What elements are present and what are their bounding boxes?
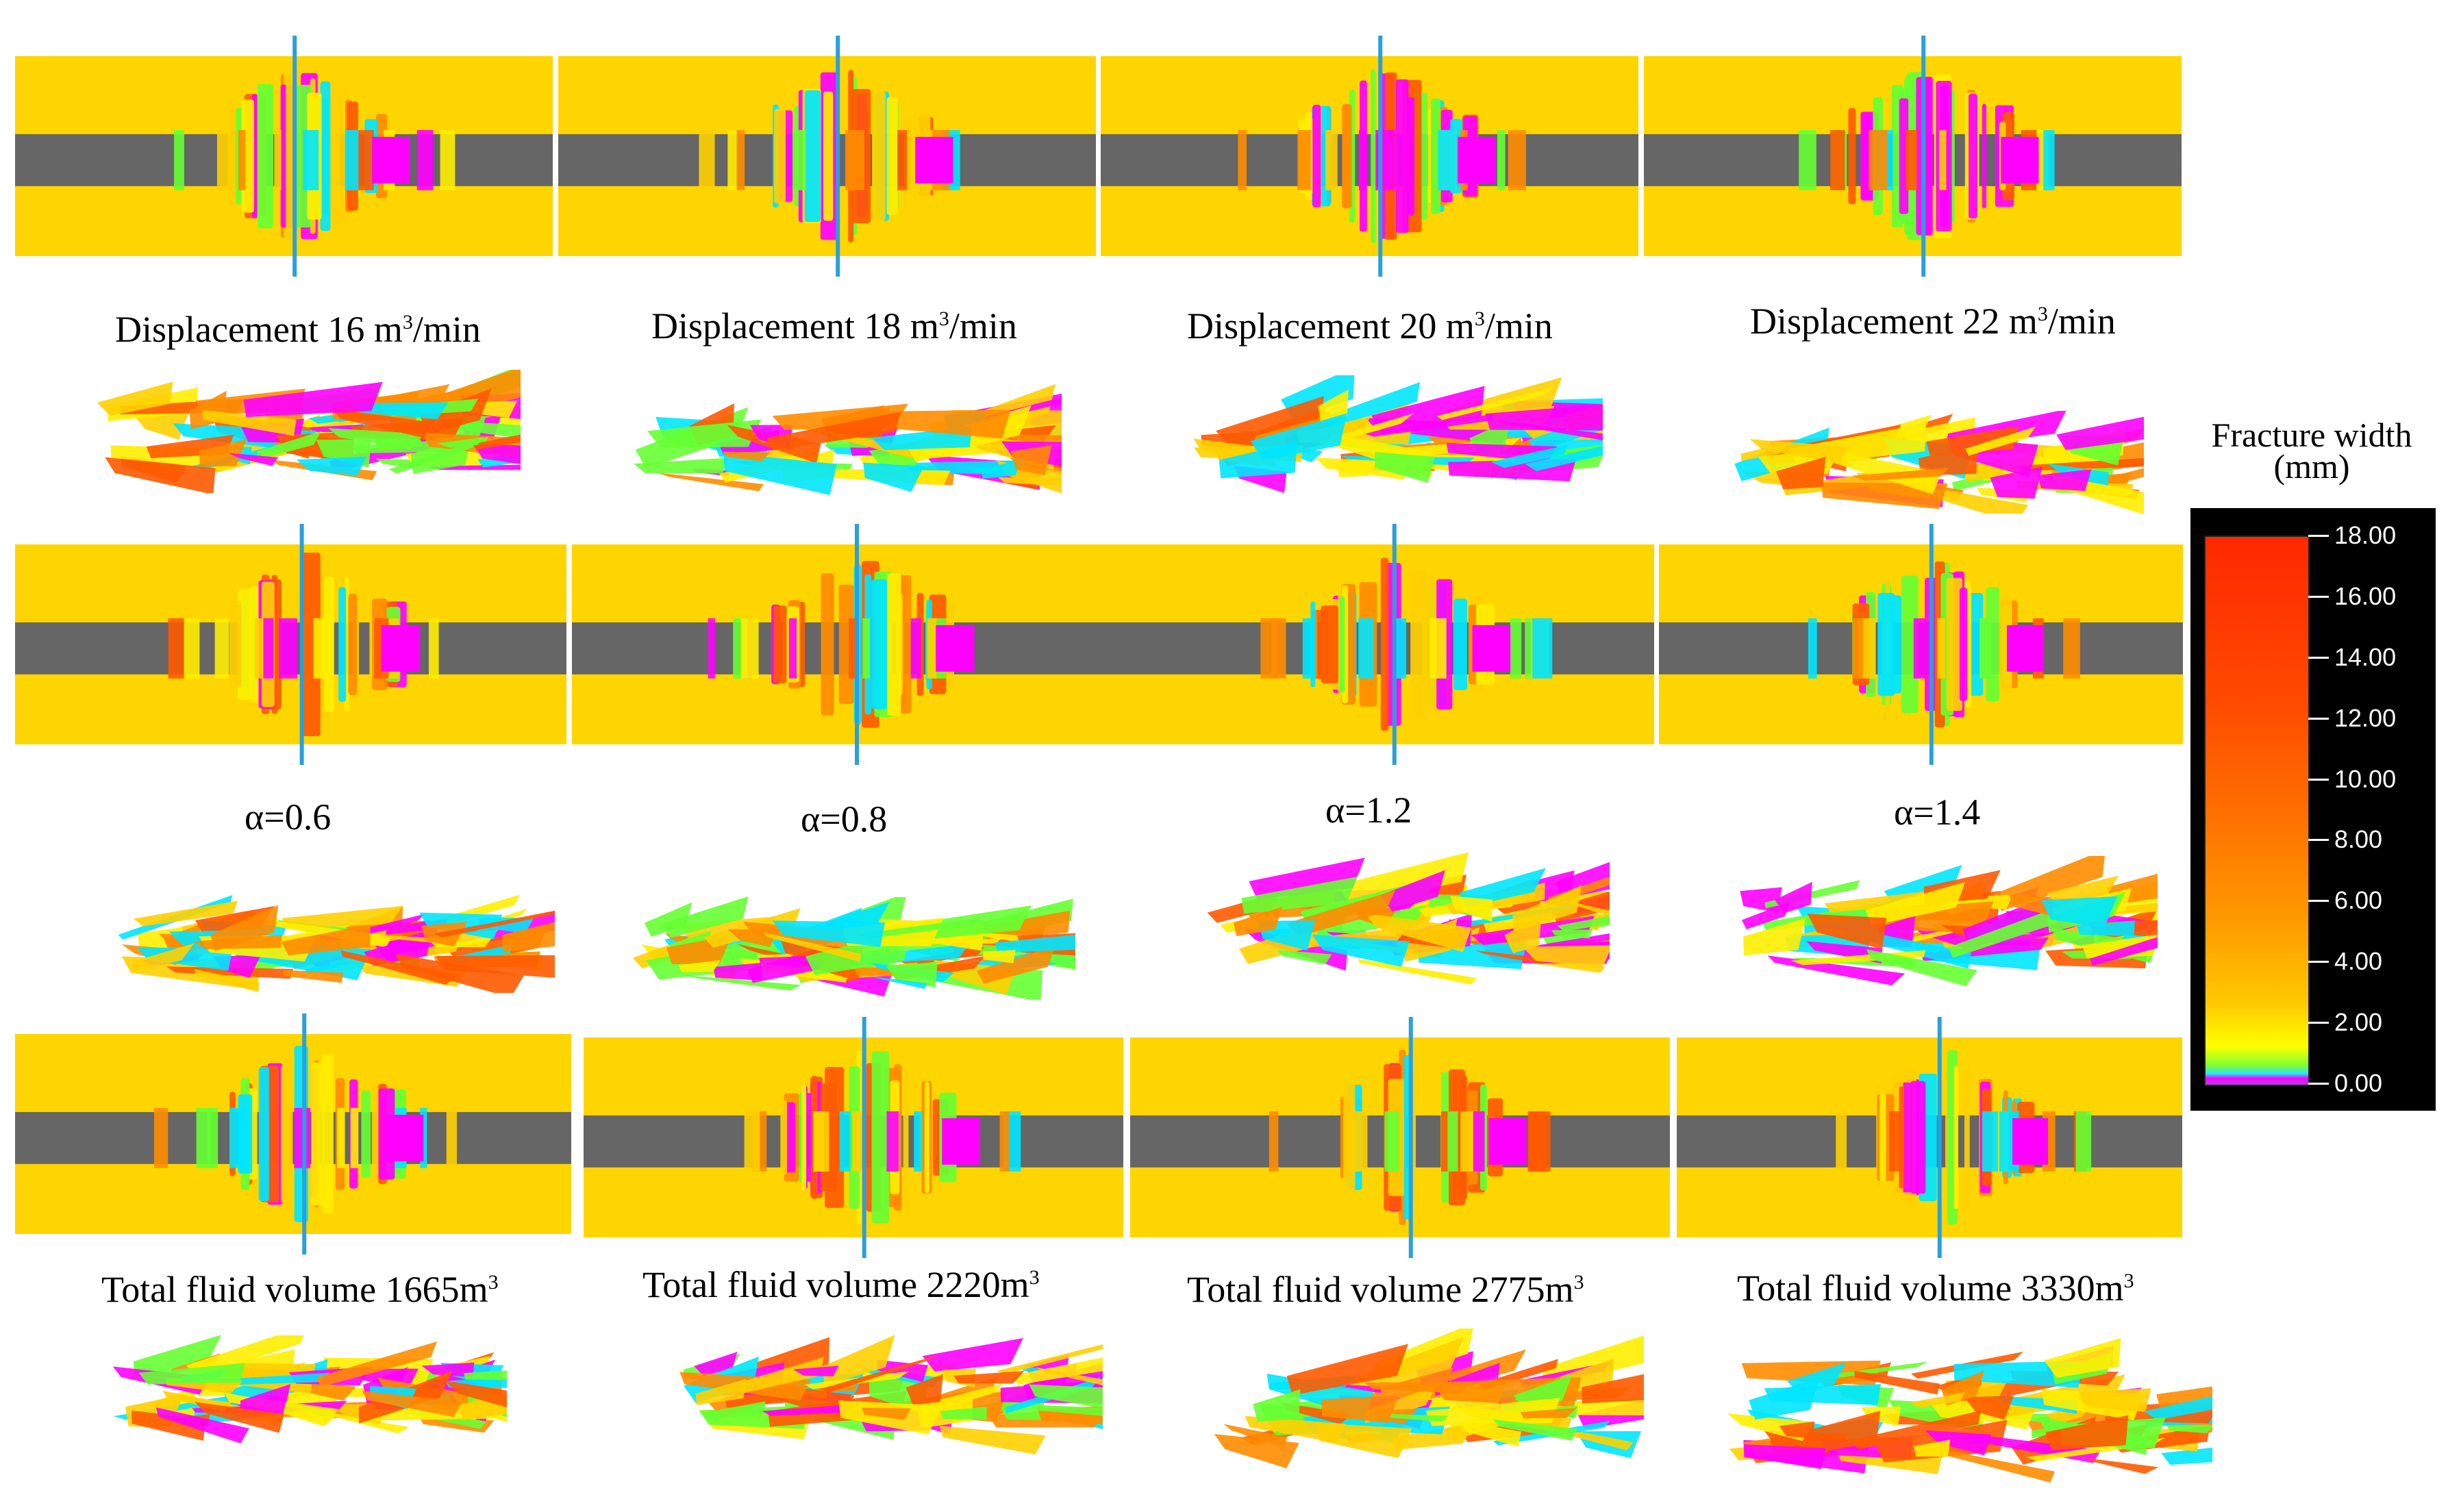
panel-caption-r2-c2: α=0.8: [801, 798, 887, 840]
map-view-panel-r3-c2: [584, 1017, 1123, 1258]
fracture-cluster: [1260, 557, 1553, 731]
map-view-panel-r2-c1: [15, 524, 566, 765]
legend-tick-label: 16.00: [2334, 581, 2397, 610]
map-view-panel-r2-c4: [1659, 524, 2183, 765]
map-view-panel-r1-c3: [1101, 36, 1638, 277]
legend-tick-label: 10.00: [2334, 764, 2397, 793]
panel-caption-r1-c2: Displacement 18 m3/min: [651, 305, 1017, 347]
fracture-network-r1-c4: [1706, 409, 2185, 524]
legend-tick: [2308, 1022, 2329, 1024]
caption-text: Total fluid volume 3330m: [1737, 1268, 2124, 1309]
fracture-cluster: [699, 69, 960, 243]
panel-caption-r3-c3: Total fluid volume 2775m3: [1187, 1268, 1584, 1311]
caption-superscript: 3: [1573, 1271, 1584, 1294]
map-view-panel-r1-c2: [558, 36, 1096, 277]
map-view-panel-r2-c2: [572, 524, 1120, 765]
caption-superscript: 3: [2123, 1270, 2134, 1292]
reservoir-band: [1101, 134, 1638, 186]
caption-superscript: 3: [402, 311, 413, 333]
legend-tick: [2308, 656, 2329, 659]
panel-caption-r1-c3: Displacement 20 m3/min: [1187, 305, 1553, 347]
map-view-panel-r3-c3: [1130, 1017, 1670, 1258]
legend-tick: [2308, 778, 2329, 781]
caption-text: Total fluid volume 1665m: [101, 1269, 488, 1310]
fracture-network-r3-c2: [637, 1322, 1185, 1462]
map-view-panel-r3-c1: [15, 1013, 571, 1255]
fracture-cluster: [1269, 1049, 1551, 1226]
caption-text: Total fluid volume 2775m: [1187, 1269, 1574, 1310]
legend-tick: [2308, 839, 2329, 842]
caption-text: α=1.2: [1325, 790, 1412, 831]
fracture-network-r3-c1: [82, 1324, 576, 1448]
caption-unit: /min: [949, 305, 1017, 346]
legend-tick: [2308, 961, 2329, 963]
caption-text: α=0.8: [801, 798, 888, 840]
legend-tick-label: 8.00: [2334, 825, 2383, 854]
panel-caption-r3-c1: Total fluid volume 1665m3: [101, 1268, 499, 1311]
panel-caption-r1-c4: Displacement 22 m3/min: [1750, 300, 2116, 342]
fracture-network-r1-c3: [1164, 366, 1661, 502]
fracture-cluster: [1836, 1050, 2092, 1225]
legend-tick-label: 6.00: [2334, 886, 2383, 915]
caption-text: α=0.6: [245, 796, 332, 837]
legend-title: Fracture width (mm): [2168, 416, 2448, 486]
fracture-cluster: [1238, 68, 1526, 244]
caption-text: Displacement 22 m: [1750, 301, 2038, 342]
legend-tick-label: 0.00: [2334, 1069, 2383, 1097]
fracture-network-r2-c3: [1171, 849, 1685, 990]
caption-text: α=1.4: [1894, 792, 1981, 833]
fracture-network-r2-c1: [82, 890, 592, 998]
legend-tick: [2308, 595, 2329, 598]
legend-tick-label: 12.00: [2334, 703, 2397, 732]
legend-tick: [2308, 900, 2329, 903]
caption-superscript: 3: [488, 1271, 499, 1294]
map-view-panel-r1-c4: [1644, 36, 2182, 277]
fracture-network-r2-c2: [603, 892, 1126, 1003]
legend-tick-label: 4.00: [2334, 947, 2383, 976]
legend-tick: [2308, 1083, 2329, 1085]
caption-text: Displacement 16 m: [115, 309, 403, 350]
fracture-cluster: [174, 73, 455, 240]
caption-unit: /min: [1484, 305, 1553, 346]
fracture-cluster: [1799, 72, 2055, 240]
caption-unit: /min: [2047, 301, 2116, 342]
caption-superscript: 3: [1474, 307, 1485, 330]
caption-text: Displacement 20 m: [1187, 305, 1475, 346]
reservoir-band: [15, 1111, 571, 1164]
map-view-panel-r1-c1: [15, 36, 553, 277]
fracture-network-r2-c4: [1706, 849, 2192, 990]
legend-tick: [2308, 535, 2329, 537]
color-legend: 18.00 16.00 14.00 12.00 10.00 8.00 6.00 4.00 2.0…: [2190, 508, 2436, 1111]
legend-tick-label: 18.00: [2334, 521, 2397, 549]
fracture-network-r3-c3: [1164, 1322, 1695, 1476]
caption-text: Total fluid volume 2220m: [642, 1264, 1029, 1305]
map-view-panel-r3-c4: [1677, 1017, 2182, 1258]
panel-caption-r2-c4: α=1.4: [1894, 791, 1980, 833]
legend-color-bar: [2204, 536, 2310, 1086]
panel-caption-r3-c2: Total fluid volume 2220m3: [642, 1263, 1040, 1306]
fracture-cluster: [168, 552, 439, 737]
legend-title-line1: Fracture width: [2211, 416, 2412, 454]
fracture-cluster: [1808, 561, 2080, 728]
caption-superscript: 3: [938, 307, 949, 330]
fracture-cluster: [153, 1046, 458, 1222]
caption-text: Displacement 18 m: [651, 305, 939, 346]
legend-tick: [2308, 717, 2329, 720]
panel-caption-r2-c3: α=1.2: [1325, 789, 1412, 831]
caption-unit: /min: [412, 309, 481, 350]
legend-tick-label: 14.00: [2334, 642, 2397, 671]
fracture-cluster: [744, 1050, 1021, 1224]
fracture-network-r1-c1: [68, 355, 587, 496]
panel-caption-r2-c1: α=0.6: [245, 796, 331, 838]
fracture-network-r3-c4: [1692, 1315, 2306, 1496]
caption-superscript: 3: [1029, 1266, 1040, 1289]
legend-title-line2: (mm): [2273, 447, 2350, 486]
panel-caption-r3-c4: Total fluid volume 3330m3: [1737, 1267, 2134, 1309]
legend-tick-label: 2.00: [2334, 1008, 2383, 1037]
panel-caption-r1-c1: Displacement 16 m3/min: [115, 308, 481, 351]
caption-superscript: 3: [2037, 303, 2048, 325]
fracture-network-r1-c2: [596, 380, 1142, 507]
map-view-panel-r2-c3: [1113, 524, 1654, 765]
